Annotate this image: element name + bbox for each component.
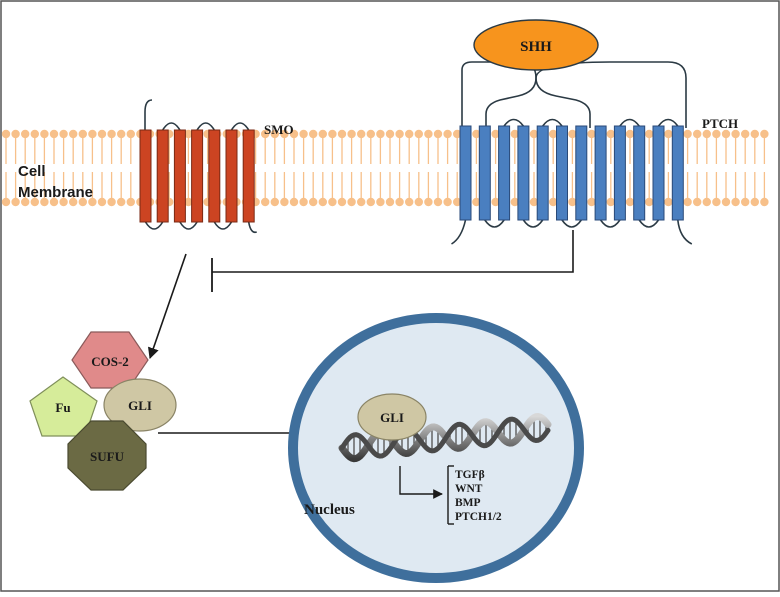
transcription-arrow [399,466,443,499]
ptch-helix [633,125,646,221]
cos2-label: COS-2 [91,354,129,369]
fu-label: Fu [55,400,70,415]
smo-helix [156,129,169,223]
ptch-helix [536,125,549,221]
smo-helix [242,129,255,223]
dna-strand-b [339,416,551,459]
smo-helix [225,129,238,223]
nucleus-label: Nucleus [304,502,355,518]
ptch-helix [613,125,626,221]
gli-cytoplasm-shape [103,378,177,432]
gli-cytoplasm-label: GLI [128,398,152,413]
gene-ptch12: PTCH1/2 [455,511,502,523]
gli-nucleus-shape [357,393,427,441]
shh-label: SHH [520,39,552,55]
smo-helix [173,129,186,223]
smo-loops [144,99,257,234]
shh-ligand [473,19,599,71]
ptch-extracellular-loop-right [535,61,687,128]
ptch-helix [594,125,607,221]
smo-helix [139,129,152,223]
ptch-helix [459,125,472,221]
smo-helix [191,129,204,223]
ptch-helix [498,125,511,221]
ptch-helix [556,125,568,221]
smo-label: SMO [264,122,294,137]
ptch-helix [671,125,684,221]
ptch-label: PTCH [702,116,738,131]
gli-nucleus-label: GLI [380,410,404,425]
ptch-helix [652,125,665,221]
ptch-receptor [451,61,693,245]
smo-activation-arrow [148,253,187,360]
ptch-helix [478,125,491,221]
sufu-shape [67,420,147,491]
sufu-label: SUFU [90,449,125,464]
membrane-label-line2: Membrane [18,184,93,201]
dna-helix [338,412,552,463]
ptch-helix [575,125,588,221]
fu-shape [29,376,98,437]
ptch-inhibition-line [212,230,574,273]
smo-receptor [139,99,257,234]
ptch-loops [451,118,693,245]
ptch-helix [517,125,530,221]
gene-bmp: BMP [455,497,481,509]
membrane-label-line1: Cell [18,163,46,180]
gene-wnt: WNT [455,483,483,495]
smo-helix [208,129,221,223]
gene-tgfb: TGFβ [455,469,485,481]
